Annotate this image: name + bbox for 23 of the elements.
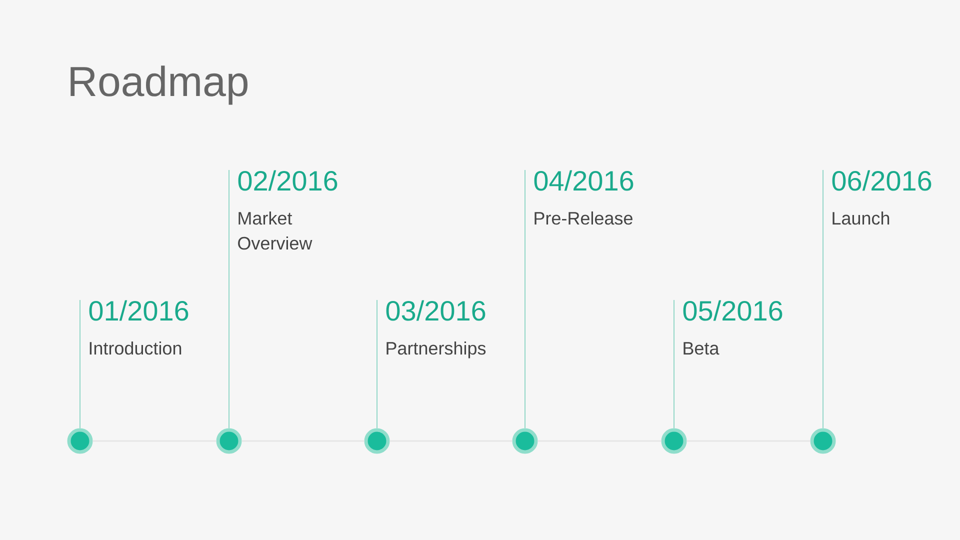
timeline-dot [364,428,390,454]
date-label: 01/2016 [89,300,188,321]
milestone-label: Market Overview [238,211,312,250]
leader-line [228,170,230,429]
date-label: 04/2016 [534,170,634,191]
leader-line [524,170,526,429]
timeline-dot [810,428,836,454]
timeline-dot [512,428,538,454]
date-label: 02/2016 [238,170,338,191]
date-label: 05/2016 [683,300,782,321]
milestone-label: Introduction [90,341,182,355]
milestone-label: Pre-Release [534,211,632,225]
milestone-label: Partnerships [386,341,486,358]
date-label: 03/2016 [386,300,486,321]
date-label: 06/2016 [832,170,932,191]
milestone-label: Launch [832,211,890,225]
title: Roadmap [70,66,248,105]
timeline-dot [67,428,93,454]
timeline-dot [661,428,687,454]
milestone-label: Beta [684,342,720,355]
leader-line [376,300,378,429]
leader-line [822,170,824,429]
timeline-dot [216,428,242,454]
